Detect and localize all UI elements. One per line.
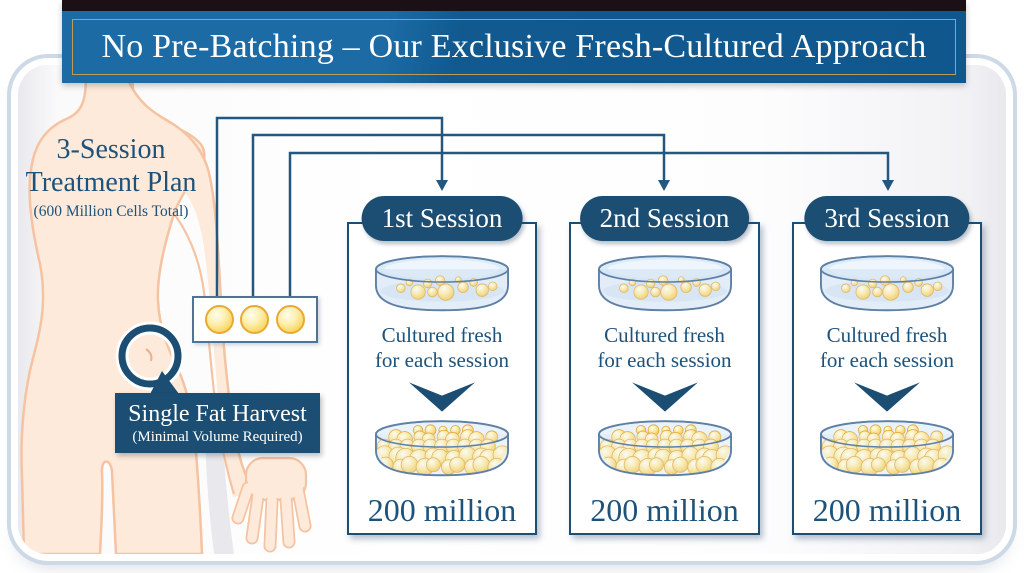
gold-cell-icon [205, 305, 235, 334]
gold-cell-icon [240, 305, 270, 334]
petri-dish-full-icon [815, 414, 959, 481]
session-column-1: 1st Session Cultured fresh for each sess… [347, 196, 537, 535]
cell-amount: 200 million [590, 492, 739, 528]
plan-line-1: 3-Session [56, 134, 166, 165]
session-1-badge: 1st Session [361, 196, 523, 241]
petri-dish-few-cells-icon [370, 249, 514, 316]
petri-dish-few-cells-icon [593, 249, 737, 316]
treatment-plan-label: 3-Session Treatment Plan (600 Million Ce… [8, 133, 214, 222]
cell-sample-box [192, 296, 318, 343]
cell-amount: 200 million [367, 492, 517, 528]
cell-amount: 200 million [812, 492, 962, 528]
petri-dish-full-icon [593, 414, 737, 481]
down-chevron-icon [631, 382, 698, 412]
down-chevron-icon [409, 382, 475, 412]
petri-dish-few-cells-icon [815, 249, 959, 316]
petri-dish-full-icon [370, 414, 514, 481]
title-banner: No Pre-Batching – Our Exclusive Fresh-Cu… [62, 0, 966, 83]
plan-subtitle: (600 Million Cells Total) [33, 203, 189, 220]
single-fat-harvest-label: Single Fat Harvest (Minimal Volume Requi… [115, 393, 320, 453]
cultured-text: Cultured fresh for each session [819, 323, 955, 372]
session-3-badge: 3rd Session [804, 196, 970, 241]
arm-shape [127, 75, 256, 497]
hand-shape [231, 456, 312, 553]
session-2-badge: 2nd Session [579, 196, 750, 241]
harvest-title: Single Fat Harvest [128, 400, 307, 427]
gold-cell-icon [275, 305, 305, 334]
cultured-text: Cultured fresh for each session [597, 323, 732, 372]
cultured-text: Cultured fresh for each session [374, 323, 510, 372]
session-column-2: 2nd Session Cultured fresh for each sess… [569, 196, 760, 535]
plan-line-2: Treatment Plan [25, 167, 197, 198]
session-column-3: 3rd Session Cultured fresh for each sess… [792, 196, 982, 535]
arm-inner-line [174, 214, 236, 495]
page-title: No Pre-Batching – Our Exclusive Fresh-Cu… [101, 28, 927, 65]
harvest-subtitle: (Minimal Volume Required) [132, 428, 303, 445]
down-chevron-icon [854, 382, 920, 412]
